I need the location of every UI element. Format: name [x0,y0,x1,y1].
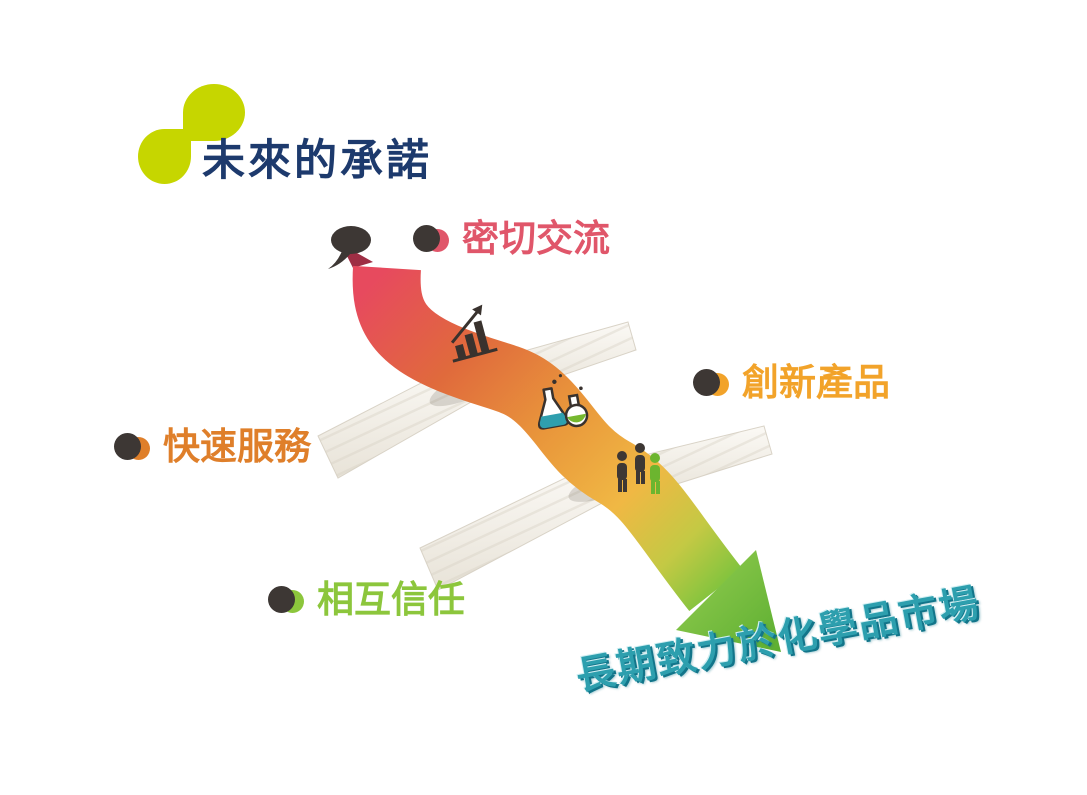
speech-bubble-icon [328,226,371,269]
bar-chart-icon [450,304,498,363]
feature-label-innovative-products: 創新產品 [693,364,890,401]
leaf-top-icon [183,84,245,141]
bullet-dark [268,585,295,613]
feature-label-fast-service: 快速服務 [114,428,311,465]
feature-label-text: 相互信任 [317,578,465,621]
feature-label-text: 快速服務 [163,425,311,468]
feature-label-text: 密切交流 [462,217,610,260]
bullet-dark [114,432,141,460]
team-icon [617,443,660,494]
leaf-logo-icon [138,84,248,188]
bullet-dark [413,224,440,252]
feature-label-text: 創新產品 [742,361,890,404]
feature-label-mutual-trust: 相互信任 [268,581,465,618]
feature-label-close-communication: 密切交流 [413,220,610,257]
bullet-icon [268,585,305,614]
flow-arrowhead [676,550,781,652]
flask-icon [537,374,589,430]
bullet-dark [693,368,720,396]
bullet-icon [114,432,151,461]
bullet-icon [413,224,450,253]
bullet-icon [693,368,730,397]
page-title: 未來的承諾 [202,136,432,186]
leaf-bottom-icon [138,129,191,184]
